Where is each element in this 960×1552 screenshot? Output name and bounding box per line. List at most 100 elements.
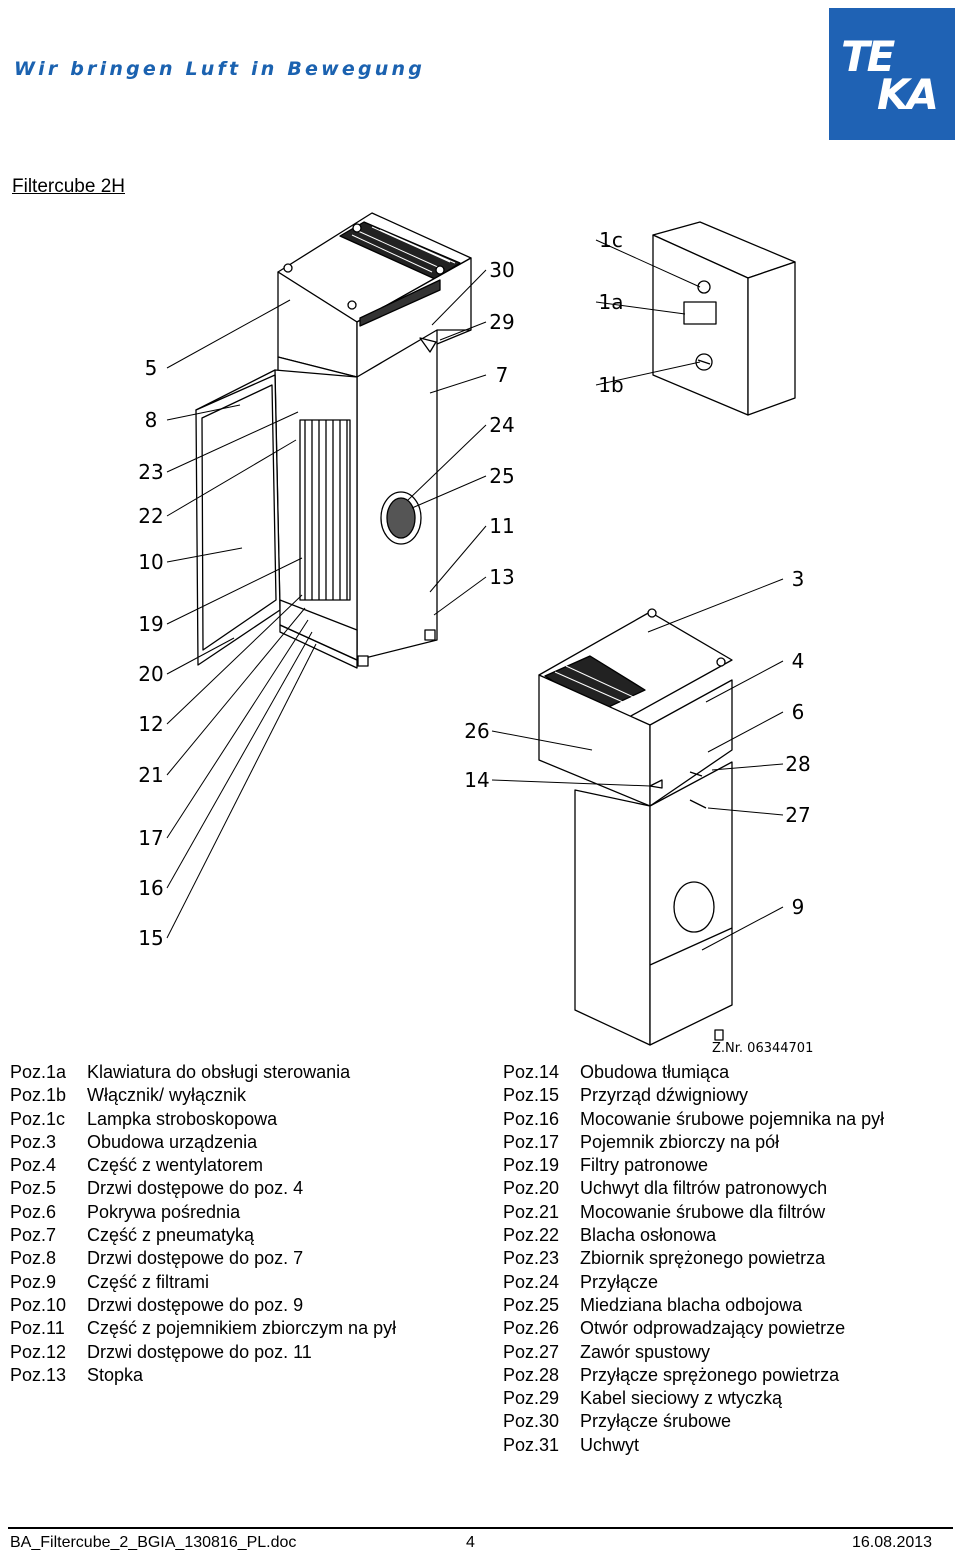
legend-pos: Poz.3 [10,1131,57,1152]
legend-row: Poz.23 Zbiornik sprężonego powietrza [503,1247,884,1270]
legend-pos: Poz.6 [10,1201,57,1222]
legend-row: Poz.6 Pokrywa pośrednia [10,1201,396,1224]
legend-row: Poz.30 Przyłącze śrubowe [503,1410,884,1433]
drawing-number: Z.Nr. 06344701 [712,1041,813,1056]
exploded-view-drawing: 30 29 7 24 25 11 13 5 8 23 22 10 19 20 1… [138,212,813,1056]
legend-desc: Drzwi dostępowe do poz. 7 [87,1248,304,1269]
document-title: Filtercube 2H [12,176,125,197]
legend-pos: Poz.23 [503,1248,560,1269]
callout-4: 4 [792,649,805,673]
legend-desc: Część z filtrami [87,1271,210,1292]
legend-pos: Poz.29 [503,1388,560,1409]
legend-desc: Lampka stroboskopowa [87,1108,278,1129]
legend-row: Poz.31 Uchwyt [503,1434,884,1457]
legend-desc: Pojemnik zbiorczy na pół [580,1131,780,1152]
legend-pos: Poz.31 [503,1434,560,1455]
legend-desc: Część z pneumatyką [87,1225,255,1246]
legend-pos: Poz.1c [10,1108,66,1129]
teka-logo: TE KA [829,8,955,140]
footer-page-number: 4 [466,1534,475,1551]
callout-7: 7 [496,363,509,387]
callout-21: 21 [138,763,163,787]
legend-desc: Mocowanie śrubowe dla filtrów [580,1201,826,1222]
legend-desc: Otwór odprowadzający powietrze [580,1318,846,1339]
legend-row: Poz.8 Drzwi dostępowe do poz. 7 [10,1247,396,1270]
legend-pos: Poz.8 [10,1248,57,1269]
legend-row: Poz.26 Otwór odprowadzający powietrze [503,1317,884,1340]
callout-22: 22 [138,504,163,528]
callout-25: 25 [489,464,514,488]
callout-13: 13 [489,565,514,589]
control-box-drawing [652,221,796,416]
callout-28: 28 [785,752,810,776]
legend-desc: Część z pojemnikiem zbiorczym na pył [87,1318,397,1339]
callout-12: 12 [138,712,163,736]
callout-20: 20 [138,662,163,686]
legend-row: Poz.24 Przyłącze [503,1271,884,1294]
callouts-control-box: 1c 1a 1b [598,228,623,397]
legend-row: Poz.1c Lampka stroboskopowa [10,1108,396,1131]
callout-6: 6 [792,700,805,724]
legend-pos: Poz.15 [503,1085,560,1106]
callout-15: 15 [138,926,163,950]
callout-5: 5 [145,356,158,380]
callout-26: 26 [464,719,489,743]
legend-desc: Mocowanie śrubowe pojemnika na pył [580,1108,885,1129]
legend-desc: Zbiornik sprężonego powietrza [580,1248,826,1269]
legend-desc: Część z wentylatorem [87,1155,264,1176]
callout-19: 19 [138,612,163,636]
legend-pos: Poz.16 [503,1108,560,1129]
callout-11: 11 [489,514,514,538]
legend-row: Poz.10 Drzwi dostępowe do poz. 9 [10,1294,396,1317]
legend-pos: Poz.24 [503,1271,560,1292]
legend-row: Poz.21 Mocowanie śrubowe dla filtrów [503,1201,884,1224]
legend-desc: Obudowa urządzenia [87,1131,258,1152]
legend-pos: Poz.10 [10,1294,67,1315]
legend-pos: Poz.13 [10,1364,67,1385]
legend-desc: Uchwyt dla filtrów patronowych [580,1178,828,1199]
callout-23: 23 [138,460,163,484]
legend-desc: Blacha osłonowa [580,1225,717,1246]
legend-desc: Drzwi dostępowe do poz. 9 [87,1294,304,1315]
legend-desc: Uchwyt [580,1434,640,1455]
footer-divider [8,1527,953,1529]
legend-pos: Poz.12 [10,1341,67,1362]
legend-row: Poz.3 Obudowa urządzenia [10,1131,396,1154]
legend-pos: Poz.7 [10,1225,57,1246]
legend-desc: Włącznik/ wyłącznik [87,1085,247,1106]
legend-pos: Poz.1a [10,1062,67,1082]
legend-pos: Poz.26 [503,1318,560,1339]
legend-row: Poz.16 Mocowanie śrubowe pojemnika na pył [503,1108,884,1131]
legend-desc: Przyłącze śrubowe [580,1411,732,1432]
callouts-left-unit: 30 29 7 24 25 11 13 5 8 23 22 10 19 20 1… [138,258,514,950]
legend-pos: Poz.14 [503,1062,560,1082]
legend-desc: Przyłącze [580,1271,659,1292]
legend-row: Poz.12 Drzwi dostępowe do poz. 11 [10,1341,396,1364]
legend-desc: Drzwi dostępowe do poz. 4 [87,1178,304,1199]
footer-date: 16.08.2013 [852,1534,933,1551]
legend-desc: Drzwi dostępowe do poz. 11 [87,1341,312,1362]
legend-row: Poz.7 Część z pneumatyką [10,1224,396,1247]
callout-10: 10 [138,550,163,574]
legend-pos: Poz.21 [503,1201,560,1222]
legend-pos: Poz.9 [10,1271,57,1292]
callout-1b: 1b [598,373,623,397]
callouts-right-unit: 3 4 6 28 27 9 26 14 [464,567,810,919]
legend-pos: Poz.30 [503,1411,560,1432]
leader-lines [166,239,784,951]
legend-desc: Pokrywa pośrednia [87,1201,241,1222]
callout-27: 27 [785,803,810,827]
